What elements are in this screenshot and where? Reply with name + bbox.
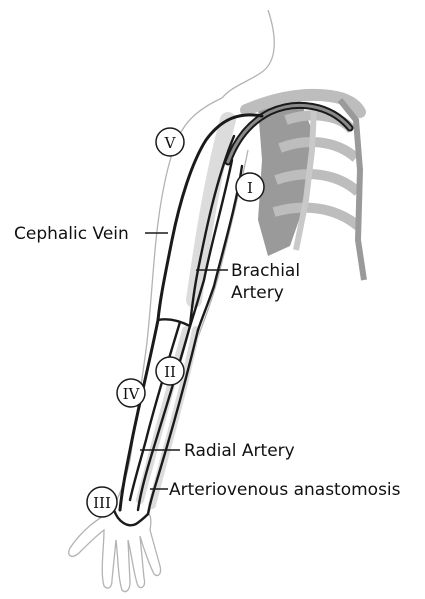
radial-artery-label: Radial Artery [184,441,295,461]
marker-v-label: V [164,134,177,152]
marker-ii-label: II [164,363,176,381]
brachial-artery-label-line1: Brachial [231,261,300,281]
marker-iv-label: IV [123,385,141,403]
palmar-arch [114,510,148,525]
brachial-artery-label-line2: Artery [231,283,284,303]
hand-outline [69,512,161,592]
marker-iii: III [87,487,117,517]
marker-i-label: I [247,179,253,197]
marker-iv: IV [117,379,145,407]
cephalic-vein-label: Cephalic Vein [14,224,129,244]
marker-iii-label: III [93,494,111,512]
marker-i: I [236,173,264,201]
marker-ii: II [156,357,184,385]
av-anastomosis-label: Arteriovenous anastomosis [169,480,401,500]
median-cubital-link [158,319,190,326]
neck-outline [222,10,274,98]
marker-v: V [156,128,184,156]
